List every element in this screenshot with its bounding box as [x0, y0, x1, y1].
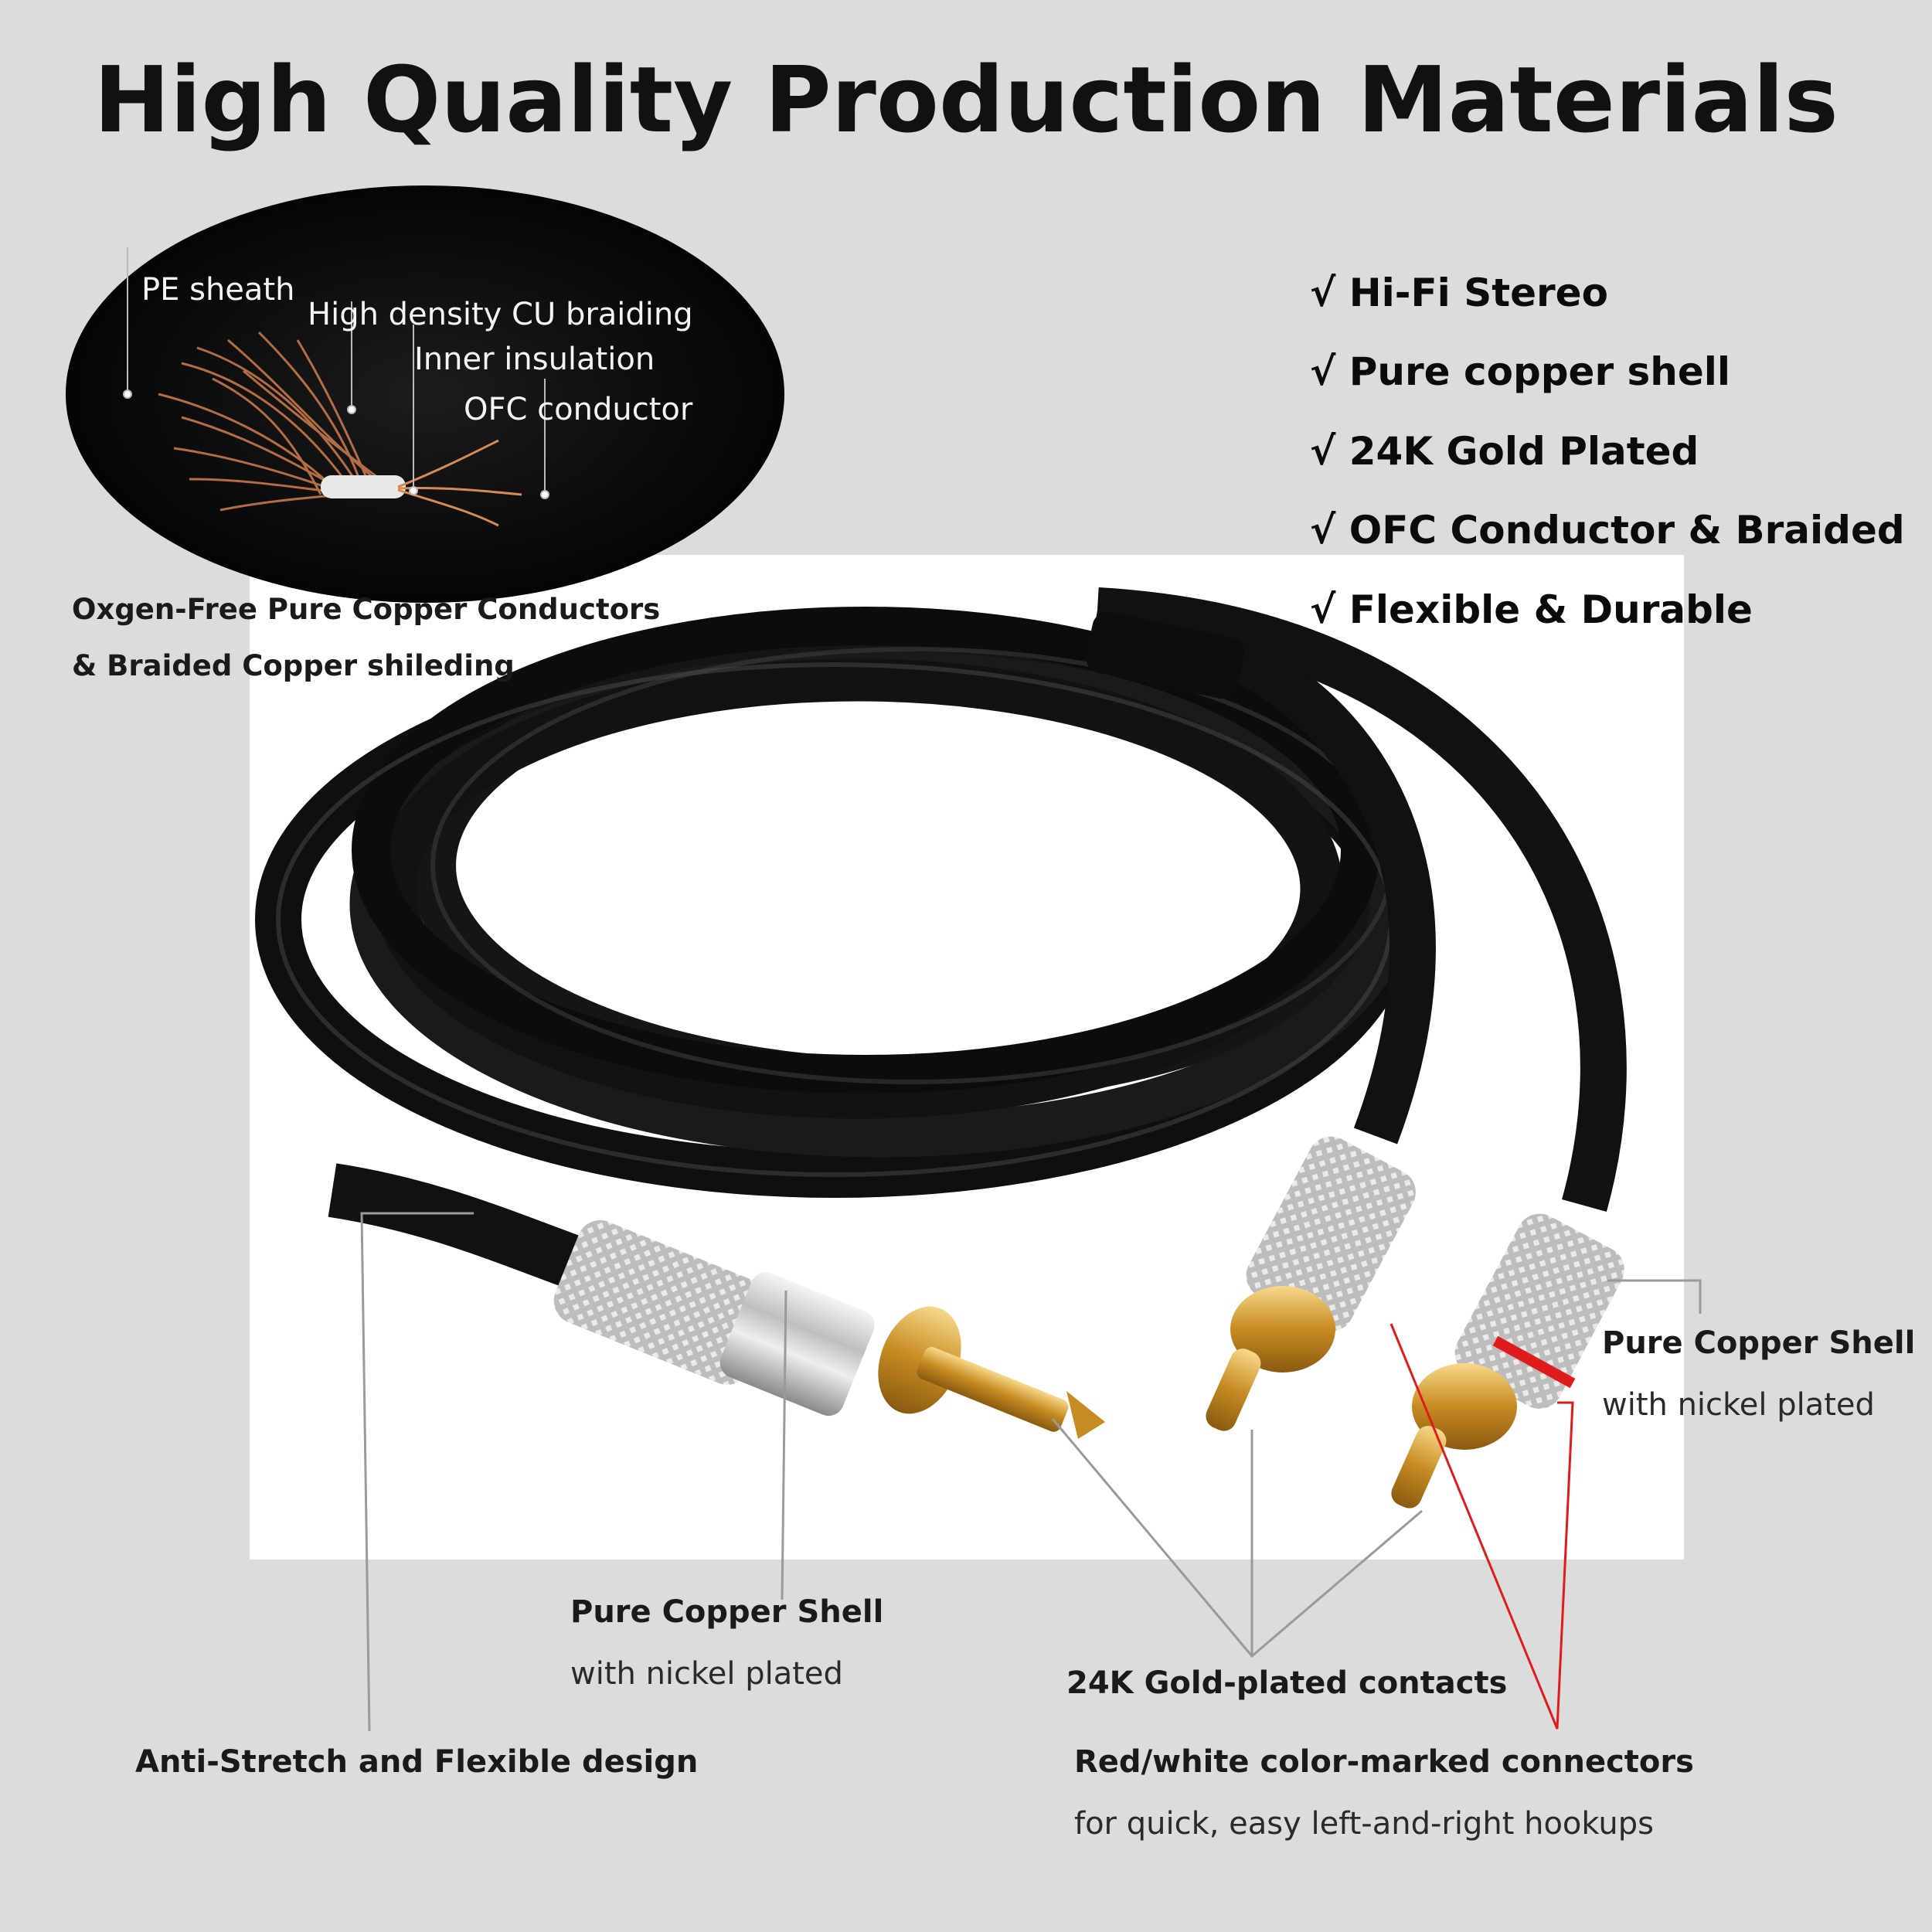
- label-ofc-conductor: OFC conductor: [464, 392, 693, 427]
- feature-hifi: √ Hi-Fi Stereo: [1310, 270, 1608, 315]
- callout-rca-shell-sub: with nickel plated: [1602, 1387, 1875, 1423]
- cross-section-ellipse: [66, 185, 784, 603]
- callout-color-marked-sub: for quick, easy left-and-right hookups: [1074, 1806, 1654, 1842]
- cross-section-caption-2: & Braided Copper shileding: [72, 649, 515, 682]
- cable-branch-b: [1096, 587, 1627, 1213]
- callout-jack-shell-title: Pure Copper Shell: [570, 1594, 884, 1630]
- jack-connector: [328, 1163, 1105, 1439]
- feature-flexible: √ Flexible & Durable: [1310, 587, 1753, 632]
- callout-jack-shell-sub: with nickel plated: [570, 1656, 843, 1692]
- cross-section-caption-1: Oxgen-Free Pure Copper Conductors: [72, 593, 661, 626]
- callout-gold-contacts: 24K Gold-plated contacts: [1066, 1665, 1508, 1701]
- callout-anti-stretch: Anti-Stretch and Flexible design: [135, 1744, 699, 1780]
- label-pe-sheath: PE sheath: [141, 272, 295, 308]
- cable-coil: [255, 607, 1414, 1198]
- label-inner-insulation: Inner insulation: [414, 342, 655, 377]
- rca-connector-white: [1206, 1136, 1416, 1431]
- rca-connector-red: [1391, 1213, 1624, 1509]
- callout-rca-shell-title: Pure Copper Shell: [1602, 1325, 1916, 1361]
- leader-lines: [360, 1212, 1702, 1732]
- split-sleeve: [1086, 611, 1244, 699]
- feature-ofc: √ OFC Conductor & Braided: [1310, 508, 1905, 553]
- feature-gold-plated: √ 24K Gold Plated: [1310, 429, 1699, 474]
- page-title: High Quality Production Materials: [94, 46, 1838, 153]
- feature-copper-shell: √ Pure copper shell: [1310, 349, 1731, 394]
- leader-lines-red: [1389, 1323, 1574, 1730]
- callout-color-marked-title: Red/white color-marked connectors: [1074, 1744, 1694, 1780]
- label-cu-braiding: High density CU braiding: [308, 297, 693, 332]
